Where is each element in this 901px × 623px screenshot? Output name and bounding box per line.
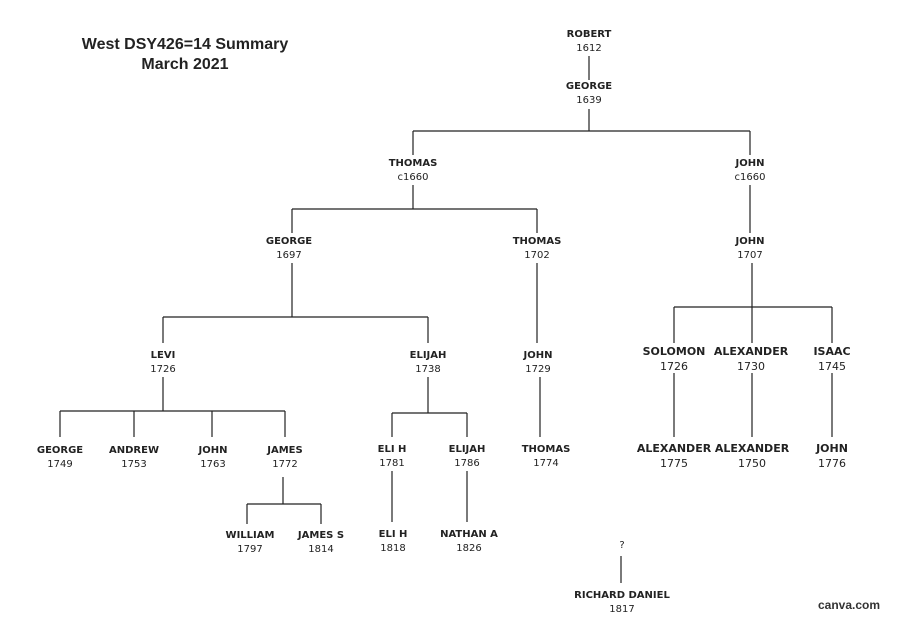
person-node: JAMES 1772: [267, 444, 302, 472]
person-node: JOHN c1660: [735, 157, 766, 185]
person-node: THOMAS 1702: [513, 235, 562, 263]
person-name: LEVI: [150, 350, 176, 361]
person-year: 1697: [276, 250, 302, 261]
person-node: ELIJAH 1738: [410, 349, 447, 377]
person-node: GEORGE 1749: [37, 444, 83, 472]
person-name: RICHARD DANIEL: [574, 590, 670, 601]
person-year: 1749: [47, 459, 73, 470]
person-name: JOHN: [735, 158, 765, 169]
person-year: 1776: [817, 457, 846, 470]
chart-title: West DSY426=14 Summary: [81, 36, 289, 53]
person-year: 1826: [456, 543, 482, 554]
person-node: JAMES S 1814: [298, 529, 344, 557]
person-name: JOHN: [523, 350, 553, 361]
person-year: 1781: [379, 458, 405, 469]
person-name: GEORGE: [265, 236, 313, 247]
person-year: 1818: [380, 543, 406, 554]
person-year: 1726: [150, 364, 176, 375]
person-node: JOHN 1729: [524, 349, 553, 377]
person-name: ANDREW: [109, 445, 159, 456]
person-name: JOHN: [816, 442, 848, 455]
chart-subtitle: March 2021: [141, 56, 229, 73]
person-name: ROBERT: [566, 29, 612, 40]
person-name: ELI H: [378, 529, 408, 540]
person-node: ROBERT 1612: [567, 28, 612, 56]
person-node: WILLIAM 1797: [226, 529, 275, 557]
person-year: 1612: [576, 43, 602, 54]
person-name: THOMAS: [521, 444, 571, 455]
person-name: SOLOMON: [642, 345, 706, 358]
person-node: GEORGE 1697: [266, 235, 312, 263]
person-year: 1726: [660, 360, 688, 373]
canva-watermark: canva.com: [818, 598, 881, 612]
person-year: 1817: [609, 604, 635, 615]
person-node: LEVI 1726: [150, 349, 175, 377]
person-year: 1730: [736, 360, 765, 373]
person-name: THOMAS: [512, 236, 562, 247]
person-node: RICHARD DANIEL 1817: [574, 589, 670, 617]
person-year: 1786: [454, 458, 480, 469]
unknown-parent-node: ?: [619, 539, 624, 553]
person-node: ALEXANDER 1775: [637, 441, 711, 471]
person-year: 1750: [737, 457, 766, 470]
person-year: 1639: [576, 95, 602, 106]
person-name: WILLIAM: [225, 530, 275, 541]
person-year: 1745: [818, 360, 846, 373]
person-node: THOMAS 1774: [522, 443, 571, 471]
person-name: ELIJAH: [409, 350, 447, 361]
person-year: 1702: [524, 250, 550, 261]
person-year: 1775: [659, 457, 688, 470]
person-name: ?: [619, 540, 625, 551]
person-name: ELI H: [377, 444, 407, 455]
person-node: JOHN 1776: [816, 441, 848, 471]
person-year: 1729: [525, 364, 551, 375]
person-name: ISAAC: [813, 345, 851, 358]
person-node: ANDREW 1753: [109, 444, 159, 472]
person-name: THOMAS: [388, 158, 438, 169]
person-name: ALEXANDER: [636, 442, 712, 455]
person-name: ALEXANDER: [714, 442, 790, 455]
person-name: ELIJAH: [448, 444, 486, 455]
person-year: 1763: [200, 459, 226, 470]
person-year: c1660: [397, 172, 429, 183]
person-node: ALEXANDER 1750: [715, 441, 789, 471]
person-name: GEORGE: [36, 445, 84, 456]
person-year: 1753: [121, 459, 147, 470]
person-node: GEORGE 1639: [566, 80, 612, 108]
person-year: 1707: [737, 250, 763, 261]
person-year: 1797: [237, 544, 263, 555]
person-node: ELIJAH 1786: [449, 443, 486, 471]
person-name: ALEXANDER: [713, 345, 789, 358]
person-name: JOHN: [198, 445, 228, 456]
person-name: GEORGE: [565, 81, 613, 92]
person-node: JOHN 1707: [736, 235, 765, 263]
person-node: JOHN 1763: [199, 444, 228, 472]
person-node: ELI H 1781: [378, 443, 407, 471]
person-year: 1772: [272, 459, 298, 470]
person-node: SOLOMON 1726: [643, 344, 706, 374]
person-node: ISAAC 1745: [813, 344, 850, 374]
person-year: 1774: [533, 458, 559, 469]
person-node: THOMAS c1660: [389, 157, 438, 185]
person-name: JAMES S: [297, 530, 345, 541]
person-year: c1660: [734, 172, 766, 183]
person-year: 1738: [415, 364, 441, 375]
person-node: NATHAN A 1826: [440, 528, 498, 556]
person-node: ALEXANDER 1730: [714, 344, 788, 374]
person-name: JOHN: [735, 236, 765, 247]
person-year: 1814: [308, 544, 334, 555]
person-node: ELI H 1818: [379, 528, 408, 556]
person-name: NATHAN A: [440, 529, 498, 540]
person-name: JAMES: [267, 445, 303, 456]
